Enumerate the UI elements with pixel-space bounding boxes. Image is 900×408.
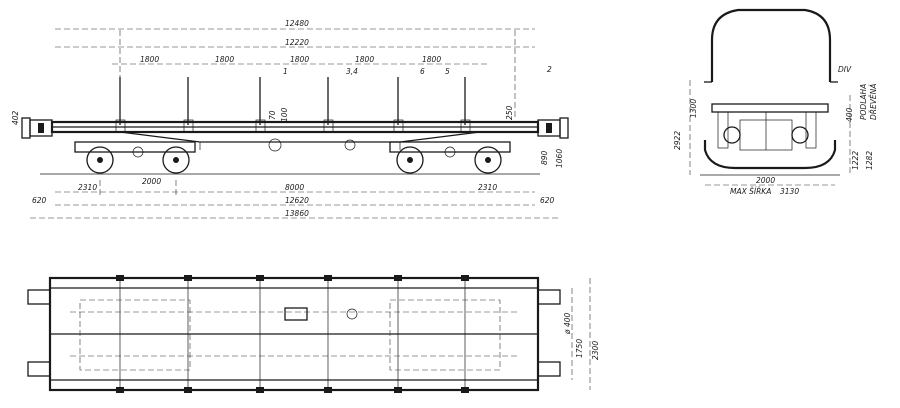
dim-dia-400: ø 400 — [563, 312, 572, 335]
dim-100: 100 — [280, 107, 289, 122]
dim-2310-left: 2310 — [78, 183, 97, 192]
end-view: 2922 1300 1222 1282 400 2000 MAX ŠÍŘKA 3… — [673, 8, 878, 196]
stake-mark-5: 5 — [445, 67, 450, 76]
dim-1222: 1222 — [851, 151, 860, 170]
dim-250: 250 — [505, 105, 514, 120]
dim-1300: 1300 — [689, 99, 698, 118]
dim-8000: 8000 — [285, 183, 304, 192]
underframe — [119, 131, 481, 143]
dim-890: 890 — [540, 150, 549, 165]
stake-mark-1: 1 — [283, 67, 288, 76]
loading-gauge — [703, 8, 837, 170]
stake-mark-3-4: 3,4 — [346, 67, 358, 76]
stake-spacing-5: 1800 — [422, 55, 441, 64]
dim-620-right: 620 — [540, 196, 555, 205]
dim-1282: 1282 — [865, 151, 874, 170]
floor-label-2: DŘEVĚNÁ — [869, 84, 878, 120]
dim-1060: 1060 — [555, 149, 564, 168]
buffers-right — [537, 117, 569, 139]
max-width-value: 3130 — [780, 187, 799, 196]
stake-spacing-4: 1800 — [355, 55, 374, 64]
stake-mark-6: 6 — [420, 67, 425, 76]
dim-12220: 12220 — [285, 38, 309, 47]
stake-spacing-3: 1800 — [290, 55, 309, 64]
dim-402: 402 — [11, 110, 20, 125]
dim-2300: 2300 — [591, 341, 600, 360]
dim-400: 400 — [845, 107, 854, 122]
stake-mark-2: 2 — [547, 65, 552, 74]
max-width-label: MAX ŠÍŘKA — [730, 187, 771, 196]
plan-view: ø 400 1750 2300 — [27, 275, 600, 393]
dim-2000: 2000 — [142, 177, 161, 186]
dim-70: 70 — [268, 110, 277, 120]
dim-1750: 1750 — [575, 339, 584, 358]
end-platform — [711, 103, 829, 113]
buffers-left — [21, 117, 53, 139]
bogie-right — [389, 141, 511, 174]
floor-label-1: PODLAHA — [859, 84, 868, 120]
dim-12480: 12480 — [285, 19, 309, 28]
stake-spacing-2: 1800 — [215, 55, 234, 64]
dim-2310-right: 2310 — [478, 183, 497, 192]
stake-spacing-1: 1800 — [140, 55, 159, 64]
dim-12620: 12620 — [285, 196, 309, 205]
side-elevation: 12480 12220 1800 1800 1800 1800 1800 1 3… — [11, 19, 569, 219]
dim-620-left: 620 — [32, 196, 47, 205]
dim-2000-end: 2000 — [756, 176, 775, 185]
bogie-left — [74, 141, 196, 174]
corner-mark: DIV — [838, 65, 852, 74]
stakes — [115, 77, 471, 133]
dim-13860: 13860 — [285, 209, 309, 218]
dim-2922: 2922 — [673, 131, 682, 150]
